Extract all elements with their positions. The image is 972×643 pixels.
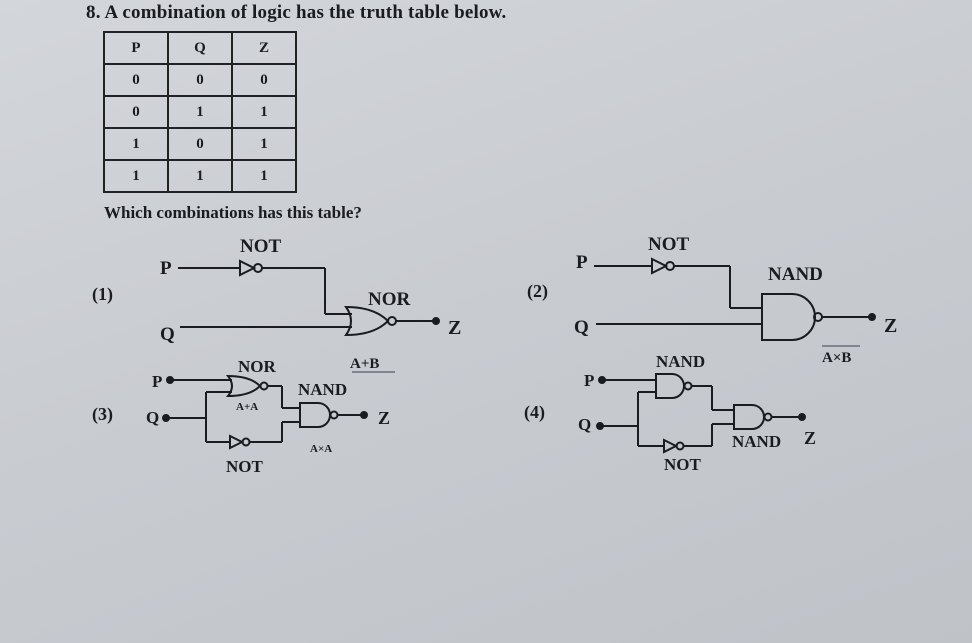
input-p-label: P <box>576 252 588 273</box>
input-p-dot <box>598 376 606 384</box>
cell: 0 <box>167 127 233 161</box>
option-3-label: (3) <box>92 404 113 425</box>
nand-gate-symbol <box>655 373 685 399</box>
nor-gate-label: NOR <box>238 357 277 376</box>
handwritten-note: A×B <box>822 350 851 366</box>
input-q-dot <box>162 414 170 422</box>
nor-gate-symbol <box>225 374 262 398</box>
header-z: Z <box>231 31 297 65</box>
option-4-circuit: (4) P Q NAND NAND NOT Z <box>524 352 816 474</box>
input-p-dot <box>166 376 174 384</box>
handwritten-note: A+A <box>236 401 258 413</box>
table-header-row: P Q Z <box>103 31 297 65</box>
output-z-label: Z <box>884 315 897 337</box>
output-z-label: Z <box>378 408 390 428</box>
input-q-label: Q <box>160 324 175 345</box>
cell: 1 <box>103 159 169 193</box>
table-row: 0 0 0 <box>103 63 297 97</box>
header-p: P <box>103 31 169 65</box>
nand-bubble <box>763 412 773 422</box>
input-q-label: Q <box>146 408 159 427</box>
output-dot <box>432 317 440 325</box>
handwritten-note: A+B <box>350 356 379 372</box>
nand-gate-label: NAND <box>732 432 781 451</box>
truth-table: P Q Z 0 0 0 0 1 1 1 0 1 1 1 1 <box>103 31 297 193</box>
output-z-label: Z <box>804 428 816 448</box>
not-gate-label: NOT <box>664 455 702 474</box>
nand-gate-symbol <box>733 404 765 430</box>
header-q: Q <box>167 31 233 65</box>
prompt-text: Which combinations has this table? <box>104 203 362 222</box>
nand-gate-label: NAND <box>768 264 823 285</box>
table-row: 1 0 1 <box>103 127 297 161</box>
nand-bubble <box>683 381 693 391</box>
cell: 0 <box>231 63 297 97</box>
not-gate-label: NOT <box>226 457 264 476</box>
cell: 1 <box>167 159 233 193</box>
not-gate-symbol <box>239 259 257 277</box>
cell: 1 <box>167 95 233 129</box>
not-bubble <box>675 441 685 451</box>
not-bubble <box>241 437 251 447</box>
cell: 1 <box>231 159 297 193</box>
cell: 0 <box>167 63 233 97</box>
output-dot <box>798 413 806 421</box>
nor-bubble <box>259 381 269 391</box>
nor-gate-symbol <box>344 305 390 337</box>
question-text: 8. A combination of logic has the truth … <box>86 2 507 23</box>
cell: 1 <box>231 95 297 129</box>
nand-gate-symbol <box>299 402 331 428</box>
nand-gate-symbol <box>761 293 816 341</box>
not-gate-symbol <box>651 257 669 275</box>
input-p-label: P <box>152 372 162 391</box>
input-p-label: P <box>160 258 172 279</box>
input-p-label: P <box>584 371 594 390</box>
nand-gate-label: NAND <box>298 380 347 399</box>
input-q-label: Q <box>578 415 591 434</box>
nor-gate-label: NOR <box>368 289 411 310</box>
option-2-circuit: (2) P Q NOT NAND Z A×B <box>527 234 897 366</box>
output-dot <box>868 313 876 321</box>
not-gate-label: NOT <box>648 234 690 255</box>
cell: 1 <box>103 127 169 161</box>
handwritten-note: A×A <box>310 443 332 455</box>
cell: 1 <box>231 127 297 161</box>
table-row: 1 1 1 <box>103 159 297 193</box>
input-q-dot <box>596 422 604 430</box>
not-gate-symbol <box>663 438 679 454</box>
option-1-label: (1) <box>92 284 113 305</box>
output-dot <box>360 411 368 419</box>
table-row: 0 1 1 <box>103 95 297 129</box>
not-gate-symbol <box>229 434 245 450</box>
input-q-label: Q <box>574 317 589 338</box>
nand-bubble <box>329 410 339 420</box>
cell: 0 <box>103 63 169 97</box>
cell: 0 <box>103 95 169 129</box>
option-3-circuit: (3) P Q NOR NAND NOT Z A+A A×A <box>92 357 390 476</box>
nand-gate-label: NAND <box>656 352 705 371</box>
option-4-label: (4) <box>524 402 545 423</box>
option-2-label: (2) <box>527 281 548 302</box>
not-gate-label: NOT <box>240 236 282 257</box>
output-z-label: Z <box>448 317 461 339</box>
option-1-circuit: (1) P Q NOT NOR Z A+B <box>92 236 461 373</box>
